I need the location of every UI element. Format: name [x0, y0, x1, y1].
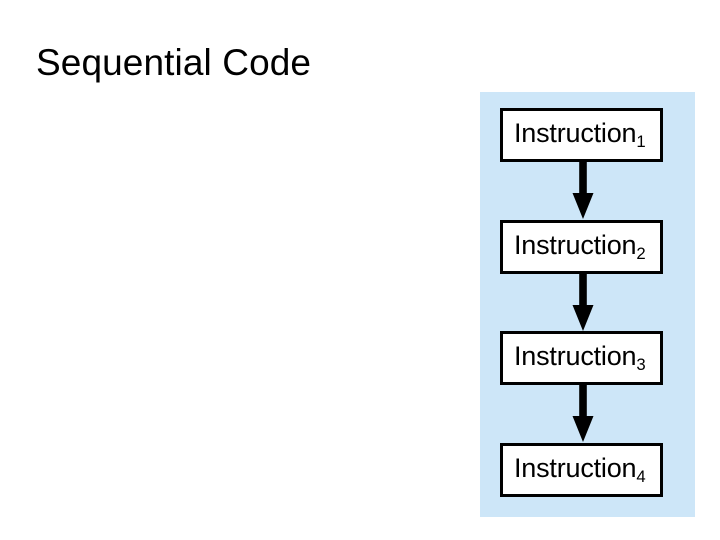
instruction-box-1[interactable]: Instruction1: [500, 108, 663, 162]
instruction-box-4-subscript: 4: [636, 467, 646, 487]
instruction-box-2-label: Instruction2: [503, 230, 646, 264]
instruction-box-4[interactable]: Instruction4: [500, 443, 663, 497]
instruction-box-4-text: Instruction: [514, 453, 637, 483]
sequential-flow-panel: Instruction1 Instruction2 Instruction3: [480, 92, 695, 517]
instruction-box-1-subscript: 1: [636, 132, 646, 152]
instruction-box-2-text: Instruction: [514, 230, 637, 260]
instruction-box-2-subscript: 2: [636, 244, 646, 264]
instruction-box-3-subscript: 3: [636, 355, 646, 375]
down-arrow-icon: [572, 274, 594, 331]
instruction-box-1-label: Instruction1: [503, 118, 646, 152]
down-arrow-icon: [572, 162, 594, 219]
instruction-box-3-text: Instruction: [514, 341, 637, 371]
instruction-box-3-label: Instruction3: [503, 341, 646, 375]
instruction-box-3[interactable]: Instruction3: [500, 331, 663, 385]
instruction-box-1-text: Instruction: [514, 118, 637, 148]
instruction-box-4-label: Instruction4: [503, 453, 646, 487]
page-title: Sequential Code: [36, 42, 312, 83]
instruction-box-2[interactable]: Instruction2: [500, 220, 663, 274]
down-arrow-icon: [572, 385, 594, 442]
